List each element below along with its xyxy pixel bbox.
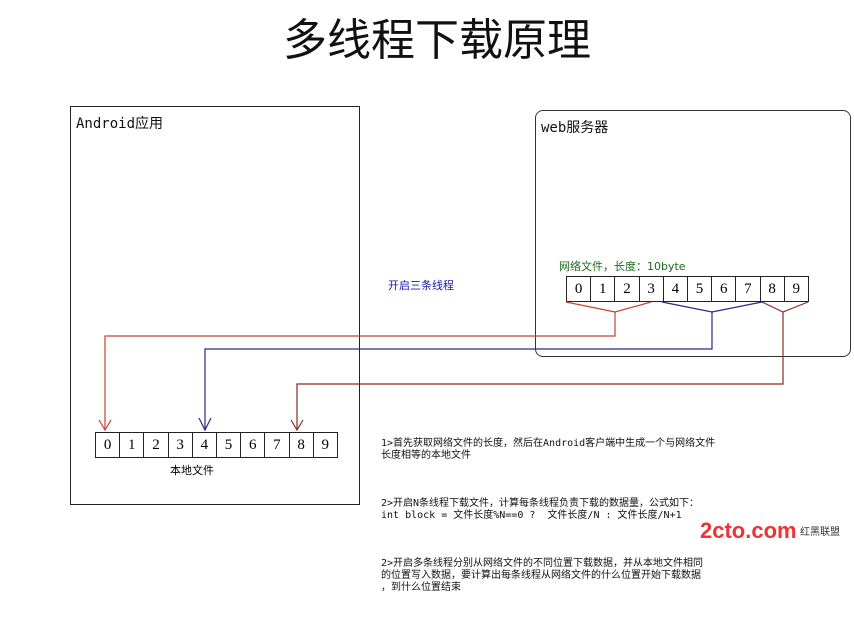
byte-cell: 6 xyxy=(712,277,737,301)
thread1-line xyxy=(104,312,616,430)
local-file-cells: 0 1 2 3 4 5 6 7 8 9 xyxy=(95,432,338,458)
web-server-box: web服务器 xyxy=(535,110,851,357)
byte-cell: 5 xyxy=(217,433,242,457)
note-3: 2>开启多条线程分别从网络文件的不同位置下载数据，并从本地文件相同 的位置写入数… xyxy=(381,558,704,593)
byte-cell: 1 xyxy=(120,433,145,457)
byte-cell: 4 xyxy=(193,433,217,457)
thread1-bracket xyxy=(565,301,652,313)
byte-cell: 7 xyxy=(736,277,761,301)
byte-cell: 1 xyxy=(591,277,616,301)
network-file-label: 网络文件，长度：10byte xyxy=(559,260,686,273)
explanation-notes: 1>首先获取网络文件的长度，然后在Android客户端中生成一个与网络文件 长度… xyxy=(381,414,841,618)
web-box-label: web服务器 xyxy=(541,120,609,136)
thread3-bracket xyxy=(761,301,809,313)
thread3-line xyxy=(296,312,784,430)
threads-label: 开启三条线程 xyxy=(388,279,454,292)
note-2: 2>开启N条线程下载文件，计算每条线程负责下载的数据量，公式如下： int bl… xyxy=(381,498,700,521)
android-box-label: Android应用 xyxy=(76,116,164,132)
network-file-cells: 0 1 2 3 4 5 6 7 8 9 xyxy=(566,276,809,302)
android-app-box: Android应用 xyxy=(70,106,360,505)
thread2-line xyxy=(204,312,713,430)
byte-cell: 7 xyxy=(265,433,290,457)
byte-cell: 8 xyxy=(290,433,314,457)
byte-cell: 9 xyxy=(792,281,801,297)
byte-cell: 0 xyxy=(96,433,121,457)
byte-cell: 2 xyxy=(144,433,169,457)
watermark-tagline: 红黑联盟 xyxy=(800,527,840,538)
thread-connectors xyxy=(98,301,809,432)
byte-cell: 4 xyxy=(664,277,688,301)
local-file-label: 本地文件 xyxy=(170,464,214,477)
thread2-bracket xyxy=(661,301,763,313)
byte-cell: 0 xyxy=(567,277,592,301)
page-title: 多线程下载原理 xyxy=(283,15,591,66)
byte-cell: 2 xyxy=(615,277,640,301)
thread3-arrow xyxy=(290,419,304,432)
byte-cell: 8 xyxy=(761,277,785,301)
thread2-arrow xyxy=(198,417,212,432)
byte-cell: 3 xyxy=(169,433,193,457)
byte-cell: 6 xyxy=(241,433,266,457)
watermark-logo: 2cto.com xyxy=(700,518,797,543)
byte-cell: 9 xyxy=(321,437,330,453)
byte-cell: 3 xyxy=(640,277,664,301)
thread1-arrow xyxy=(98,419,112,432)
note-1: 1>首先获取网络文件的长度，然后在Android客户端中生成一个与网络文件 长度… xyxy=(381,438,716,461)
byte-cell: 5 xyxy=(688,277,713,301)
